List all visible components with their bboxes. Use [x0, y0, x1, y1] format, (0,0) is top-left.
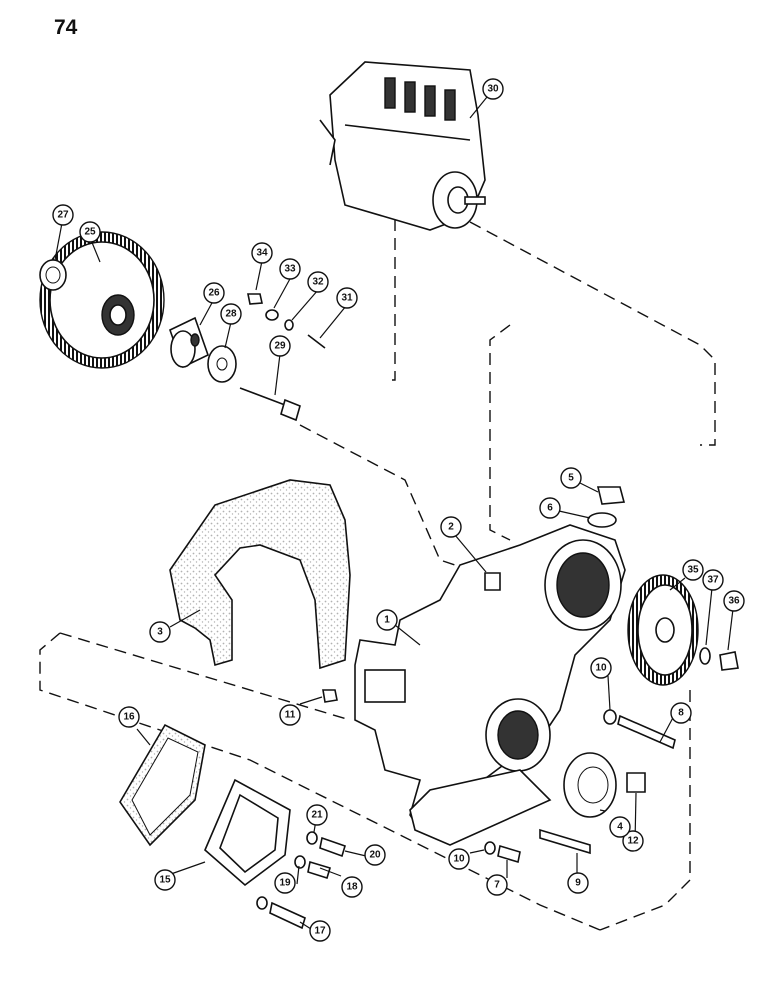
callouts: 27 25 26 34 33 32 31 28 29 30 5 6 2 1 3 …	[52, 78, 745, 942]
svg-text:4: 4	[617, 822, 623, 833]
svg-text:28: 28	[225, 309, 237, 320]
callout-16: 16	[118, 706, 140, 728]
dash-housing-loop	[489, 324, 511, 541]
callout-30: 30	[482, 78, 504, 100]
svg-text:21: 21	[311, 810, 323, 821]
snap-ring	[39, 259, 67, 291]
timing-gear-housing	[354, 524, 626, 846]
leader-lines	[54, 96, 734, 930]
callout-8: 8	[670, 702, 692, 724]
cover-bolts	[256, 831, 346, 930]
dash-pump-to-gear	[390, 204, 400, 381]
svg-text:9: 9	[575, 878, 581, 889]
front-cover-gasket	[119, 723, 206, 847]
svg-text:32: 32	[312, 277, 324, 288]
callout-10-upper: 10	[590, 657, 612, 679]
dash-right-bottom	[599, 690, 691, 931]
idler-gear	[627, 574, 699, 686]
svg-text:15: 15	[159, 875, 171, 886]
callout-19: 19	[274, 872, 296, 894]
callout-31: 31	[336, 287, 358, 309]
svg-text:27: 27	[57, 210, 69, 221]
svg-text:17: 17	[314, 926, 326, 937]
gear-washer-bolt	[699, 647, 739, 671]
callout-17: 17	[309, 920, 331, 942]
callout-36: 36	[723, 590, 745, 612]
callout-20: 20	[364, 844, 386, 866]
dash-left-cover	[39, 632, 601, 931]
svg-text:35: 35	[687, 565, 699, 576]
thrust-washer	[207, 345, 237, 383]
callout-3: 3	[149, 621, 171, 643]
svg-text:2: 2	[448, 522, 454, 533]
front-cover-plate	[204, 778, 291, 887]
svg-text:19: 19	[279, 878, 291, 889]
svg-text:36: 36	[728, 596, 740, 607]
dash-cover-top	[59, 632, 351, 721]
callout-10-lower: 10	[448, 848, 470, 870]
callout-9: 9	[567, 872, 589, 894]
assembly-dashed-lines	[39, 204, 716, 931]
callout-28: 28	[220, 303, 242, 325]
injection-pump	[319, 61, 486, 231]
svg-text:29: 29	[274, 341, 286, 352]
svg-text:10: 10	[595, 663, 607, 674]
callout-12: 12	[622, 830, 644, 852]
callout-32: 32	[307, 271, 329, 293]
svg-text:34: 34	[256, 248, 268, 259]
svg-text:11: 11	[285, 710, 296, 721]
svg-text:26: 26	[208, 288, 220, 299]
callout-15: 15	[154, 869, 176, 891]
svg-text:20: 20	[369, 850, 381, 861]
callout-1: 1	[376, 609, 398, 631]
callout-26: 26	[203, 282, 225, 304]
callout-25: 25	[79, 221, 101, 243]
svg-text:12: 12	[627, 836, 639, 847]
svg-text:1: 1	[384, 615, 390, 626]
svg-text:8: 8	[678, 708, 684, 719]
svg-text:6: 6	[547, 503, 553, 514]
callout-29: 29	[269, 335, 291, 357]
callout-18: 18	[341, 876, 363, 898]
svg-text:16: 16	[123, 712, 135, 723]
pump-drive-gear	[39, 231, 165, 369]
timing-cover-gasket	[169, 479, 351, 670]
callout-27: 27	[52, 204, 74, 226]
svg-text:31: 31	[341, 293, 353, 304]
svg-text:25: 25	[84, 227, 96, 238]
callout-11: 11	[279, 704, 301, 726]
hub-spacer	[169, 316, 209, 369]
svg-text:37: 37	[707, 575, 719, 586]
page-number: 74	[54, 16, 78, 39]
misc-hardware	[322, 486, 676, 864]
callout-4: 4	[609, 816, 631, 838]
callout-37: 37	[702, 569, 724, 591]
svg-text:10: 10	[453, 854, 465, 865]
svg-text:3: 3	[157, 627, 163, 638]
gear-bolt	[239, 387, 301, 422]
stud-nut-washer	[247, 293, 326, 349]
callout-7: 7	[486, 874, 508, 896]
callout-6: 6	[539, 497, 561, 519]
svg-text:33: 33	[284, 264, 296, 275]
callout-5: 5	[560, 467, 582, 489]
svg-text:18: 18	[346, 882, 358, 893]
callout-2: 2	[440, 516, 462, 538]
svg-text:7: 7	[494, 880, 500, 891]
callout-21: 21	[306, 804, 328, 826]
callout-35: 35	[682, 559, 704, 581]
svg-text:30: 30	[487, 84, 499, 95]
svg-text:5: 5	[568, 473, 574, 484]
callout-33: 33	[279, 258, 301, 280]
dash-pump-shaft	[469, 221, 716, 446]
callout-34: 34	[251, 242, 273, 264]
dash-bolt-to-housing	[299, 424, 591, 611]
